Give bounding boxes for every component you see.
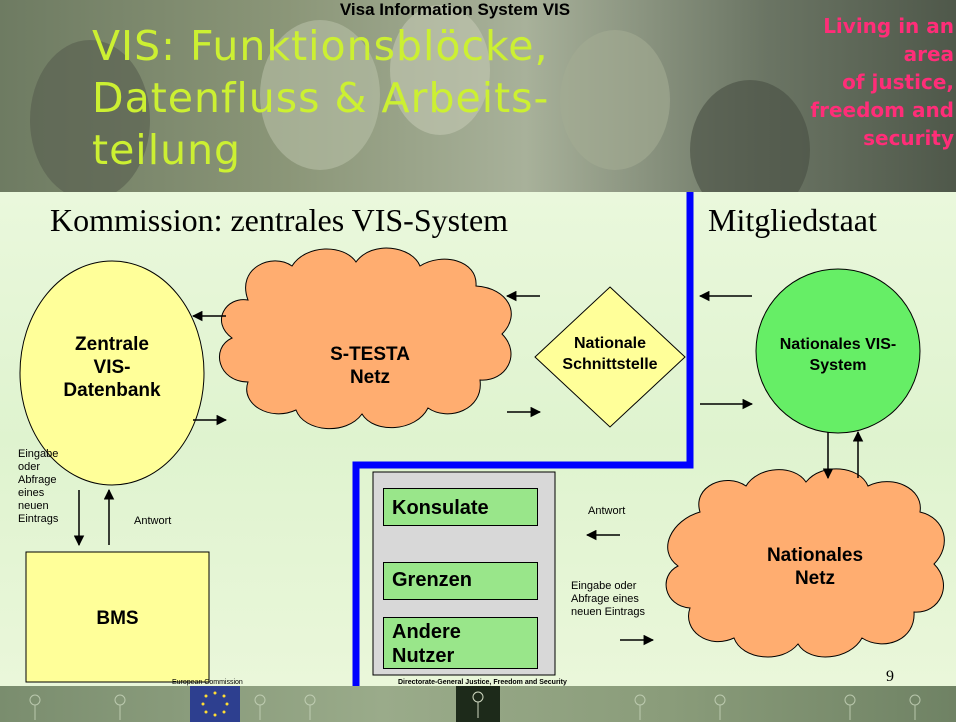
slide-title: VIS: Funktionsblöcke, Datenfluss & Arbei… — [92, 20, 692, 176]
top-title: Visa Information System VIS — [339, 0, 571, 19]
national-network-label-line: Nationales — [766, 545, 864, 566]
slide-title-line: teilung — [92, 126, 242, 174]
answer-label-left: Antwort — [134, 515, 172, 527]
label-line: neuen Eintrags — [571, 606, 645, 618]
label-line: eines — [18, 487, 45, 499]
national-interface-label-line: Nationale — [573, 335, 646, 352]
national-vis-label-line: Nationales VIS- — [779, 336, 897, 353]
page-number: 9 — [886, 668, 894, 685]
footer-directorate: Directorate-General Justice, Freedom and… — [398, 679, 567, 686]
section-divider — [352, 192, 694, 686]
footer-commission: European Commission — [172, 679, 243, 686]
label-line: neuen — [18, 500, 49, 512]
slide-title-line: VIS: Funktionsblöcke, — [92, 22, 549, 70]
user-box-consulates: Konsulate — [383, 488, 538, 526]
user-box-borders: Grenzen — [383, 562, 538, 600]
motto: Living in an area of justice, freedom an… — [770, 12, 954, 152]
input-query-label-right: Eingabe oder Abfrage eines neuen Eintrag… — [571, 580, 645, 619]
central-database-ellipse — [19, 260, 205, 486]
input-query-label-left: Eingabe oder Abfrage eines neuen Eintrag… — [18, 448, 58, 526]
label-line: oder — [18, 461, 41, 473]
answer-label-right: Antwort — [588, 505, 626, 517]
central-database-label-line: Datenbank — [63, 380, 161, 401]
national-interface-label-line: Schnittstelle — [562, 356, 658, 373]
stesta-label-line: Netz — [349, 367, 391, 388]
stesta-label: S-TESTA Netz — [300, 343, 440, 389]
central-database-label-line: Zentrale — [75, 334, 149, 355]
eu-flag-block — [190, 686, 240, 722]
label-line: Abfrage eines — [571, 593, 639, 605]
national-vis-label: Nationales VIS- System — [756, 334, 920, 376]
motto-line: security — [863, 126, 954, 150]
stesta-label-line: S-TESTA — [330, 344, 410, 365]
central-database-label: Zentrale VIS- Datenbank — [42, 333, 182, 402]
user-box-other-users: Andere Nutzer — [383, 617, 538, 669]
header-banner: Visa Information System VIS VIS: Funktio… — [0, 0, 956, 192]
bms-box — [25, 551, 210, 683]
motto-line: of justice, — [842, 70, 954, 94]
national-vis-circle — [755, 268, 921, 434]
stesta-cloud — [218, 247, 512, 429]
central-database-label-line: VIS- — [93, 357, 131, 378]
label-line: Eingabe oder — [571, 580, 637, 592]
national-vis-label-line: System — [809, 357, 867, 374]
bms-label: BMS — [96, 608, 139, 629]
label-line: Eintrags — [18, 513, 59, 525]
section-heading-member-state: Mitgliedstaat — [708, 202, 877, 238]
label-line: Eingabe — [18, 448, 59, 460]
section-heading-commission: Kommission: zentrales VIS-System — [50, 202, 509, 238]
motto-line: freedom and — [810, 98, 954, 122]
footer-banner — [0, 686, 956, 722]
national-interface-label: Nationale Schnittstelle — [535, 333, 685, 375]
motto-line: Living in an area — [823, 14, 954, 66]
national-interface-diamond — [534, 286, 686, 428]
arrows — [73, 290, 864, 646]
slide-title-line: Datenfluss & Arbeits- — [92, 74, 550, 122]
national-network-cloud — [665, 468, 945, 658]
label-line: Abfrage — [18, 474, 57, 486]
national-network-label: Nationales Netz — [740, 544, 890, 590]
footer-decoration — [29, 686, 921, 722]
national-network-label-line: Netz — [794, 568, 836, 589]
